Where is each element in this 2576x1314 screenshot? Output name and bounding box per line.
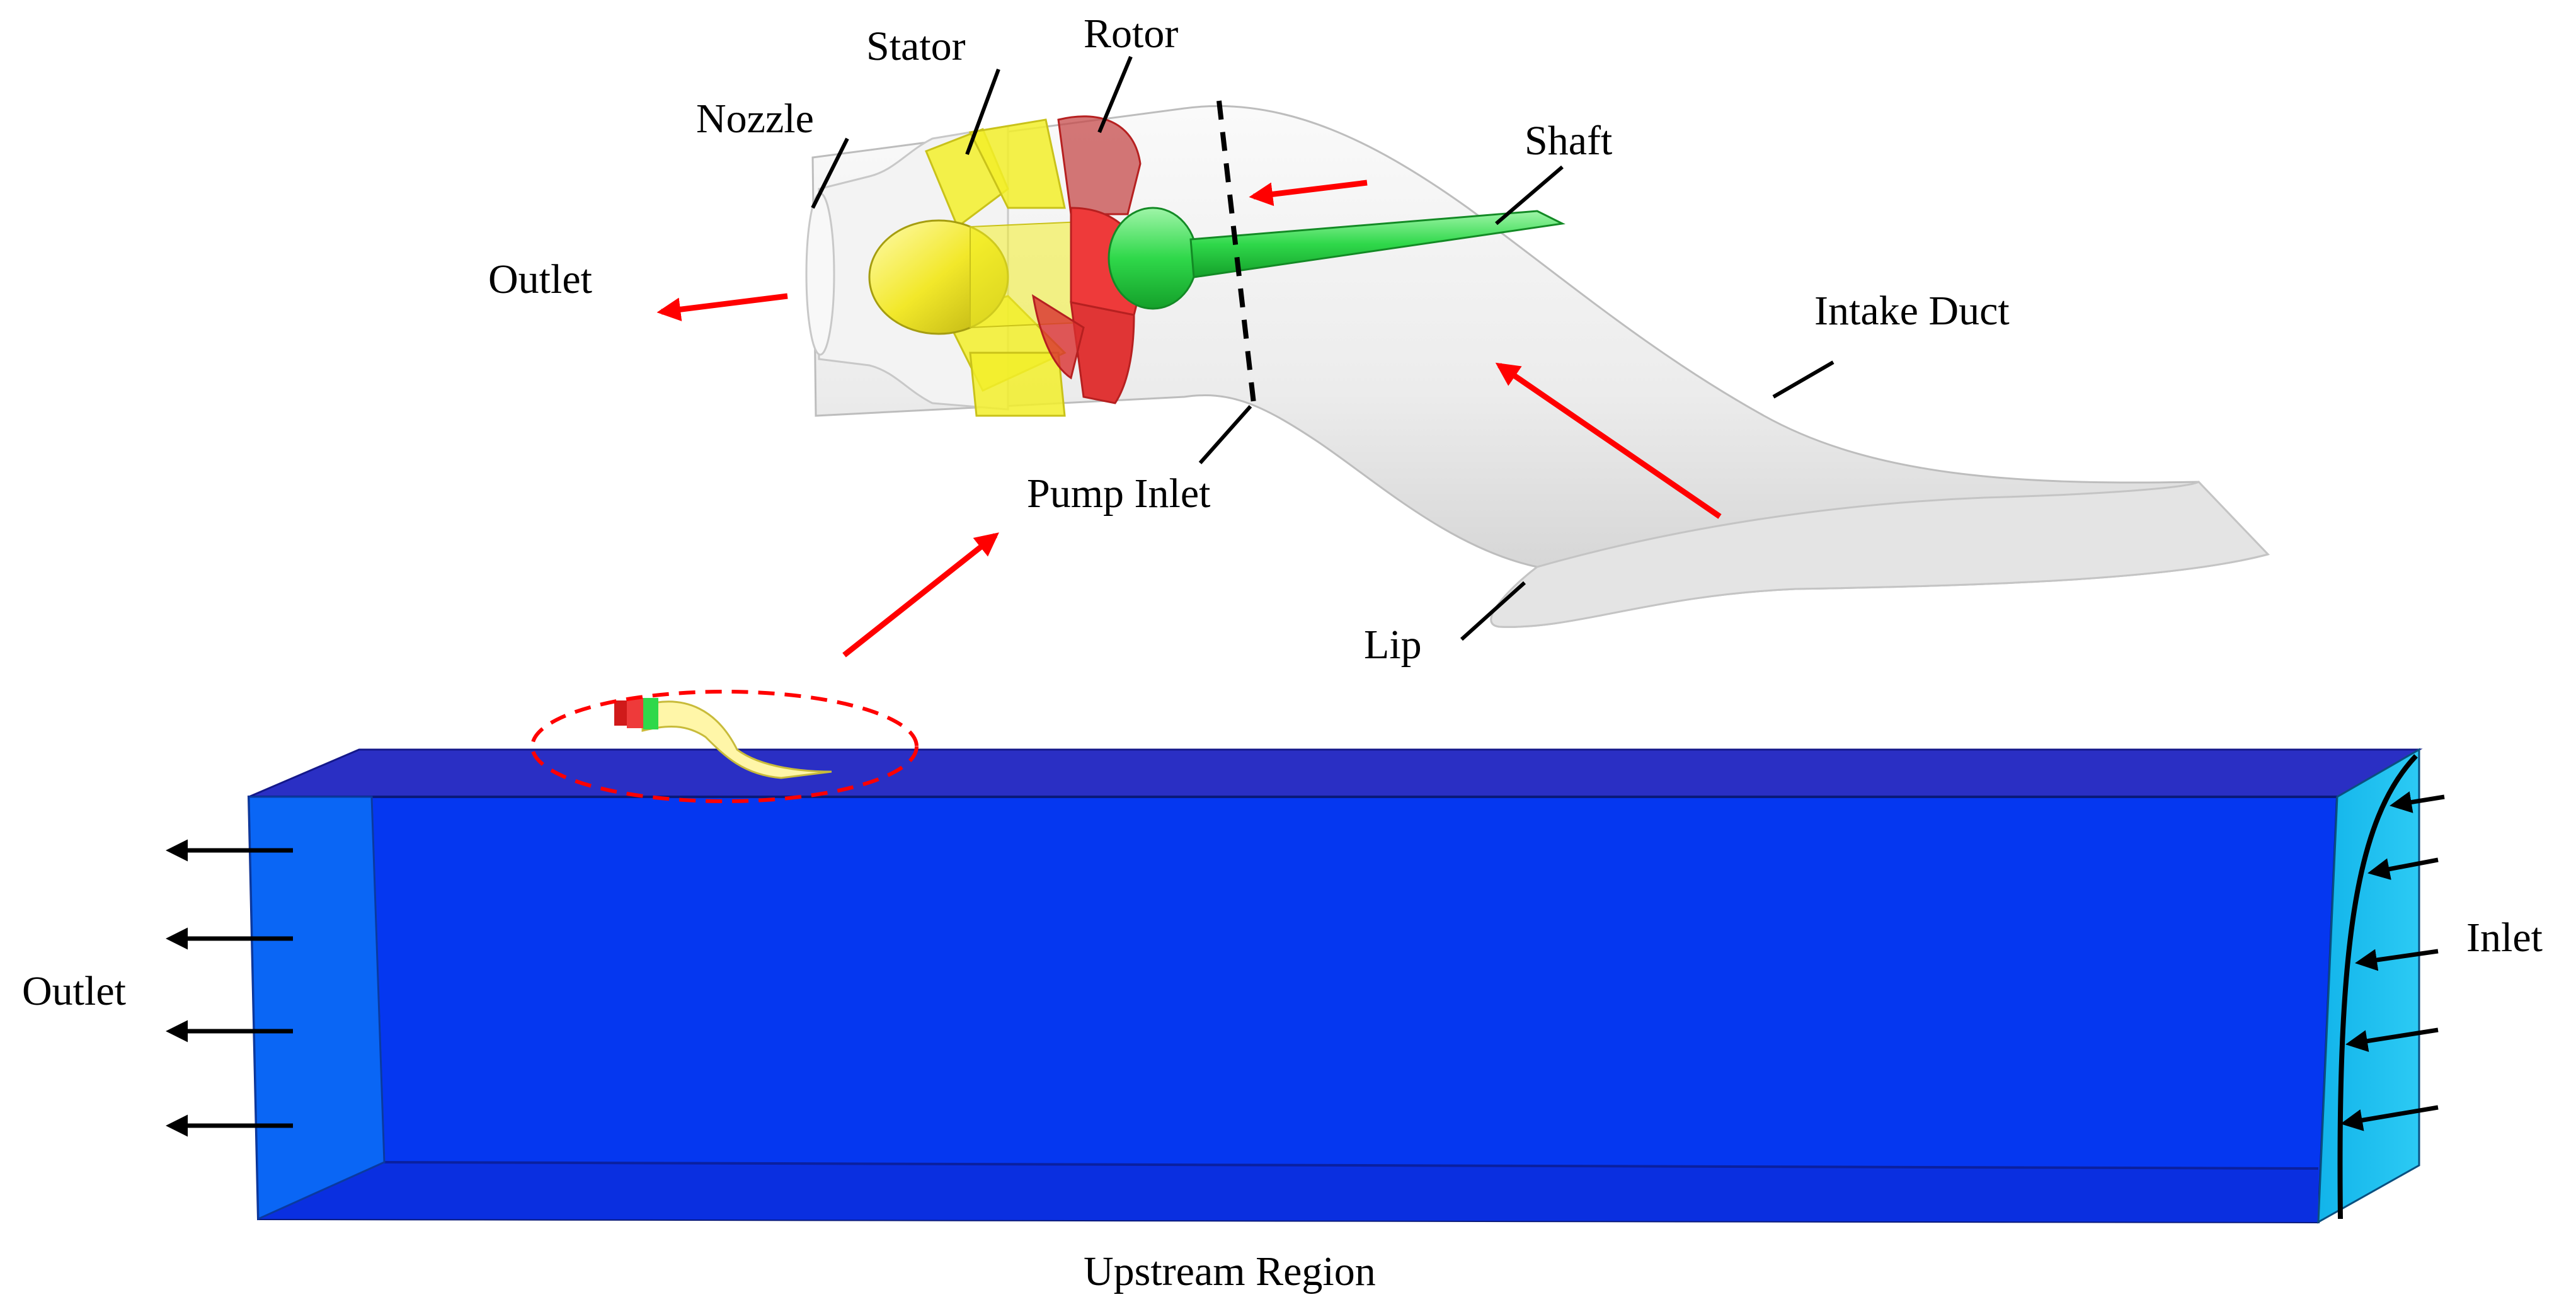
label-intake-duct: Intake Duct xyxy=(1814,288,2010,334)
pump-inlet-plane xyxy=(1216,100,1256,404)
domain-top-face xyxy=(248,748,2423,798)
domain-inner-floor xyxy=(258,1162,2318,1222)
upstream-domain: Outlet Inlet Upstream Region xyxy=(22,690,2543,1294)
rotor-hub xyxy=(1108,207,1198,310)
flow-arrow-outlet xyxy=(656,293,788,322)
label-nozzle: Nozzle xyxy=(696,96,814,142)
label-outlet-top: Outlet xyxy=(488,256,592,302)
label-pump-inlet: Pump Inlet xyxy=(1027,471,1211,517)
label-stator: Stator xyxy=(866,23,966,69)
pump-thumbnail xyxy=(614,698,832,779)
flow-arrow-zoom xyxy=(842,532,999,658)
leader-lines xyxy=(811,55,1835,641)
domain-floor-edge xyxy=(384,1161,2319,1170)
label-inlet: Inlet xyxy=(2466,915,2543,961)
inlet-velocity-profile xyxy=(2337,754,2418,1220)
label-outlet-bottom: Outlet xyxy=(22,968,126,1014)
domain-front-face xyxy=(247,796,2339,1224)
lip-surface xyxy=(1490,481,2270,628)
inlet-arrows xyxy=(2340,791,2445,1131)
label-rotor: Rotor xyxy=(1084,11,1178,57)
domain-outlet-face xyxy=(248,796,386,1221)
flow-arrow-shaft xyxy=(1249,180,1368,207)
shaft xyxy=(1189,210,1566,278)
label-shaft: Shaft xyxy=(1525,118,1612,164)
outlet-arrows xyxy=(166,839,293,1137)
flow-arrow-duct xyxy=(1495,362,1722,519)
zoom-ellipse xyxy=(530,690,919,803)
nozzle-opening xyxy=(805,192,835,356)
label-upstream-region: Upstream Region xyxy=(1084,1248,1376,1294)
label-lip: Lip xyxy=(1364,622,1422,668)
pump-assembly: Nozzle Stator Rotor Shaft Outlet Intake … xyxy=(488,11,2270,668)
